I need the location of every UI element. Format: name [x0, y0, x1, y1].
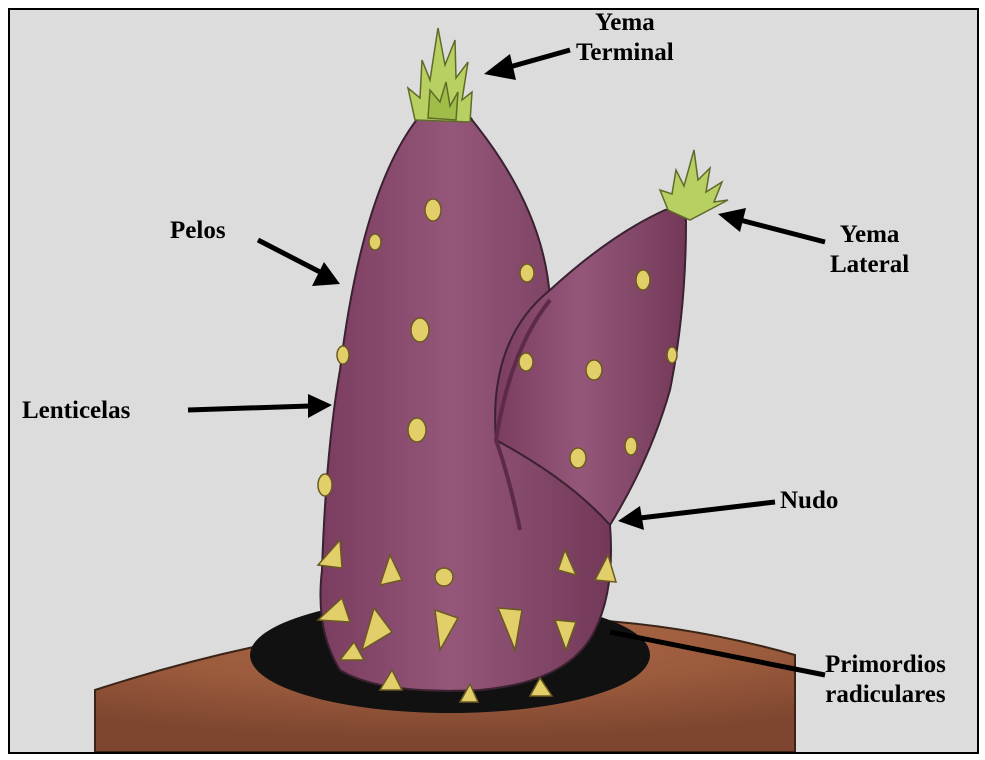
- tuber-illustration: [10, 10, 977, 752]
- label-yema-terminal: Yema Terminal: [576, 8, 674, 68]
- arrow-lenticelas: [188, 394, 332, 418]
- arrow-yema-terminal: [484, 50, 570, 80]
- label-yema-lateral-line2: Lateral: [830, 250, 909, 280]
- label-yema-lateral: Yema Lateral: [830, 220, 909, 280]
- label-pelos: Pelos: [170, 216, 226, 246]
- arrow-pelos: [258, 240, 340, 286]
- terminal-bud: [408, 28, 472, 122]
- arrow-yema-lateral: [718, 208, 825, 242]
- lateral-bud: [660, 150, 728, 220]
- label-nudo: Nudo: [780, 486, 838, 516]
- diagram-frame: Yema Terminal Pelos Yema Lateral Lentice…: [8, 8, 979, 754]
- label-primordios-line1: Primordios: [825, 650, 946, 680]
- label-yema-terminal-line1: Yema: [576, 8, 674, 38]
- label-lenticelas: Lenticelas: [22, 396, 130, 426]
- label-yema-terminal-line2: Terminal: [576, 38, 674, 68]
- label-yema-lateral-line1: Yema: [830, 220, 909, 250]
- arrow-nudo: [618, 502, 775, 530]
- label-primordios-line2: radiculares: [825, 680, 946, 710]
- label-primordios: Primordios radiculares: [825, 650, 946, 710]
